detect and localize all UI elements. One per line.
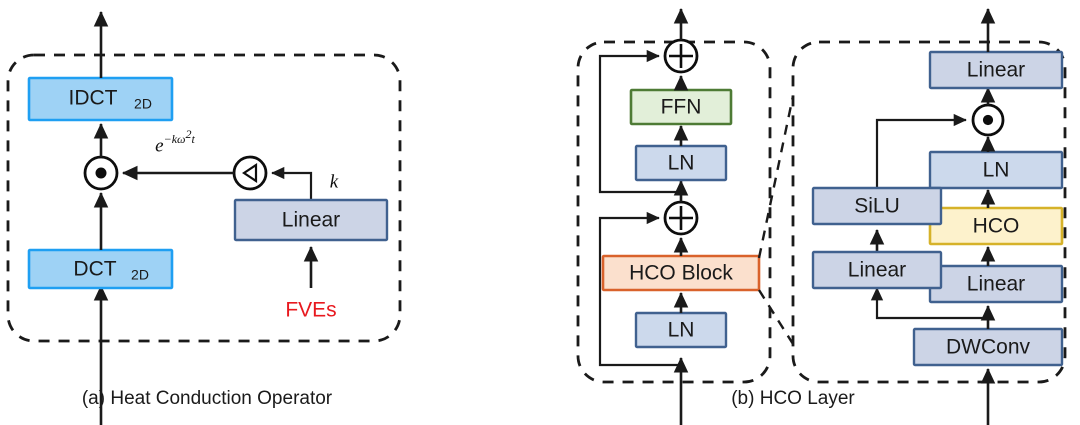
fves-label: FVEs: [285, 299, 336, 322]
add-top-plus-icon: [669, 44, 693, 68]
node-ln-top-label: LN: [668, 152, 695, 175]
node-ln-inner-label: LN: [983, 159, 1010, 182]
node-linear-gate-label: Linear: [848, 259, 906, 282]
node-ln-inner: LN: [928, 150, 1064, 190]
node-dwconv-label: DWConv: [946, 336, 1031, 359]
zoom-in-connectors: [757, 95, 795, 345]
node-dwconv: DWConv: [912, 327, 1064, 367]
node-linear-gate: Linear: [811, 250, 943, 290]
node-linear-panel-a-box: [233, 198, 389, 242]
exp-op-triangle-icon: [242, 162, 258, 184]
node-dct2d-label: DCT: [73, 258, 116, 281]
node-silu: SiLU: [811, 186, 943, 226]
panel-b-right-group: DWConv Linear HCO LN: [791, 7, 1067, 425]
detail-product-op: [971, 103, 1005, 137]
node-linear-out-label: Linear: [967, 59, 1025, 82]
panel-a-product-op: [83, 155, 119, 191]
node-linear-in: Linear: [928, 264, 1064, 304]
kernel-formula-text: e−kω2t: [155, 127, 195, 157]
node-dct2d: DCT 2D: [27, 248, 174, 290]
node-idct2d: IDCT 2D: [27, 76, 174, 122]
panel-a-kernel-formula: e−kω2t: [155, 127, 195, 157]
detail-gate-to-product-wire: [875, 113, 967, 188]
panel-b-residual-wire-bottom: [598, 211, 681, 367]
product-op-dot-icon: [95, 167, 107, 179]
zoom-connector-lower: [757, 289, 795, 345]
node-linear-panel-a: Linear: [233, 198, 389, 242]
panel-b-add-bottom-op: [663, 200, 699, 236]
node-dct2d-sublabel: 2D: [131, 267, 149, 283]
node-linear-gate-box: [811, 250, 943, 290]
node-linear-in-label: Linear: [967, 273, 1025, 296]
node-linear-panel-a-label: Linear: [282, 209, 340, 232]
node-ffn-label: FFN: [661, 96, 702, 119]
panel-b-residual-wire-top: [598, 49, 681, 194]
node-ln-inner-box: [928, 150, 1064, 190]
panel-a-exp-op: [232, 155, 268, 191]
detail-product-dot-icon: [982, 114, 994, 126]
node-ln-bottom: LN: [634, 311, 728, 349]
node-idct2d-sublabel: 2D: [134, 96, 152, 112]
node-hco-block-label: HCO Block: [629, 262, 733, 285]
panel-a-group: DCT 2D IDCT 2D: [6, 10, 402, 425]
panel-b-left-group: LN HCO Block LN: [576, 7, 855, 425]
node-hco-box: [928, 206, 1064, 246]
k-symbol-label: k: [330, 171, 339, 192]
node-hco: HCO: [928, 206, 1064, 246]
node-ln-bottom-label: LN: [668, 319, 695, 342]
node-linear-out: Linear: [928, 50, 1064, 90]
detail-gate-branch-wire: [870, 287, 988, 320]
node-ffn: FFN: [629, 88, 733, 126]
panel-b-caption: (b) HCO Layer: [731, 388, 855, 409]
panel-a-caption: (a) Heat Conduction Operator: [82, 388, 333, 409]
panel-b-add-top-op: [663, 38, 699, 74]
node-hco-block: HCO Block: [601, 254, 761, 292]
node-idct2d-label: IDCT: [69, 87, 118, 110]
panel-a-wire-linear-to-exp: [271, 166, 313, 200]
exp-op-circle: [232, 155, 268, 191]
panel-a-dashed-border: [6, 53, 402, 343]
node-linear-out-box: [928, 50, 1064, 90]
panel-b-right-dashed-border: [791, 40, 1067, 384]
node-silu-label: SiLU: [854, 195, 900, 218]
node-hco-label: HCO: [973, 215, 1020, 238]
add-bottom-plus-icon: [669, 206, 693, 230]
zoom-connector-upper: [757, 95, 795, 259]
node-ln-top: LN: [634, 144, 728, 182]
node-silu-box: [811, 186, 943, 226]
